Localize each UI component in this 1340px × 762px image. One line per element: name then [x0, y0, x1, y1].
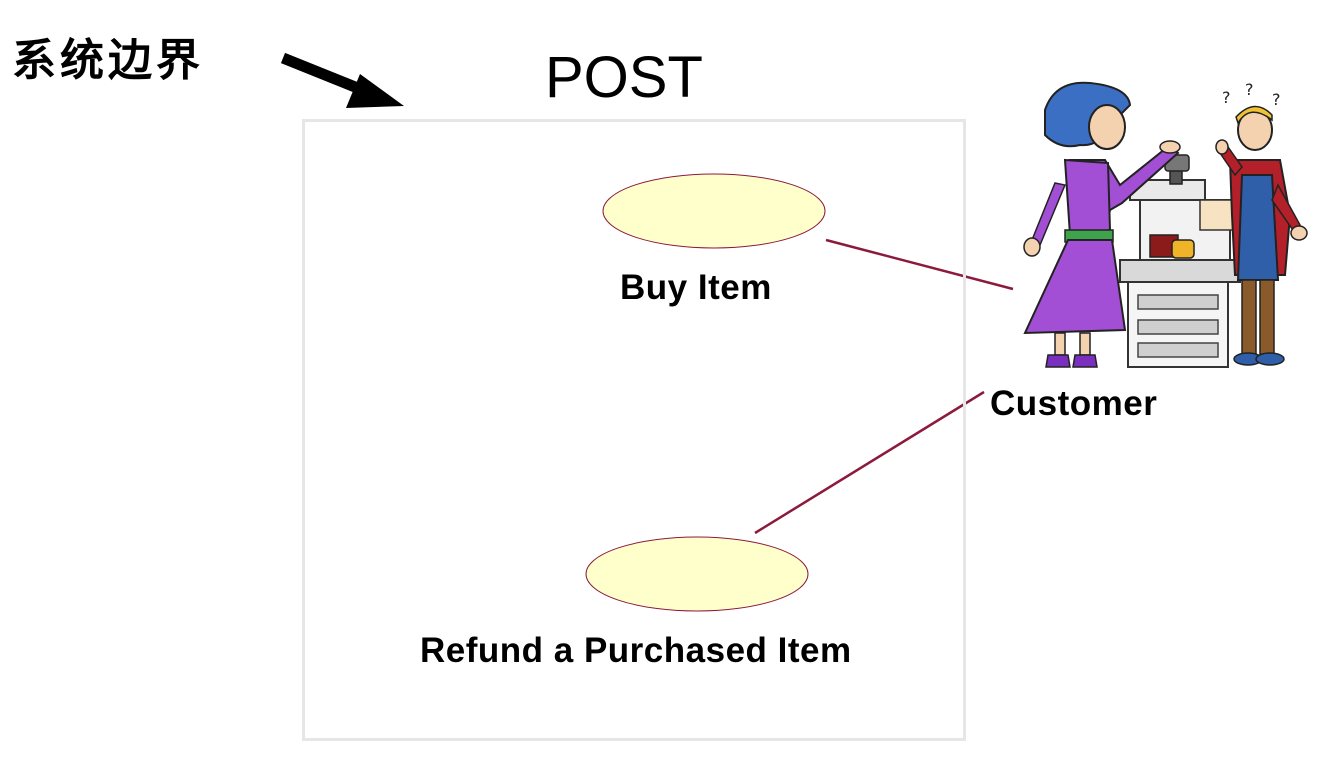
use-case-buy-item-label: Buy Item [620, 268, 772, 307]
system-name: POST [545, 45, 703, 110]
svg-text:?: ? [1245, 80, 1254, 99]
system-boundary [302, 119, 966, 741]
boundary-arrow-icon [280, 52, 404, 108]
use-case-buy-item-ellipse[interactable] [602, 173, 826, 249]
use-case-refund-ellipse[interactable] [585, 536, 809, 612]
boundary-annotation: 系统边界 [12, 35, 204, 86]
customer-woman-icon [1023, 81, 1181, 368]
use-case-refund-label: Refund a Purchased Item [420, 631, 852, 670]
cash-register-icon [1119, 154, 1241, 368]
association-refund [754, 390, 985, 535]
svg-text:?: ? [1222, 88, 1231, 107]
clerk-icon: ? ? ? [1215, 80, 1308, 366]
svg-text:?: ? [1272, 90, 1281, 109]
actor-customer-label: Customer [990, 384, 1158, 423]
association-buy-item [825, 238, 1014, 291]
customer-actor-icon[interactable]: ? ? ? [1010, 75, 1320, 375]
